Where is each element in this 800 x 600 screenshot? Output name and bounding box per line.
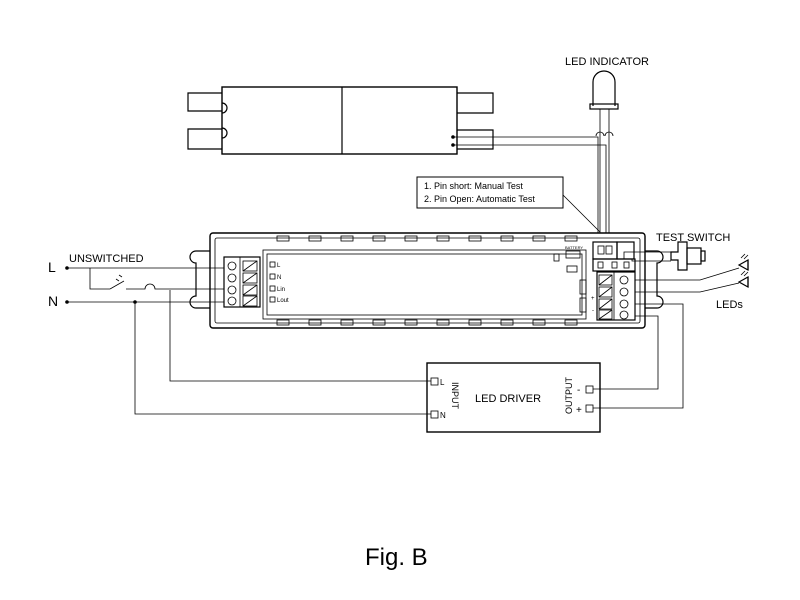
driver-input-label: INPUT xyxy=(450,382,460,410)
driver-wiring xyxy=(134,290,684,415)
module-label-Lout: Lout xyxy=(277,298,289,304)
driver-out-neg-label: - xyxy=(577,385,580,396)
housing-notches xyxy=(276,235,578,326)
mains-L-label: L xyxy=(48,259,56,275)
note-line-2: 2. Pin Open: Automatic Test xyxy=(424,194,535,204)
module-label-N: N xyxy=(277,275,281,281)
note-line-1: 1. Pin short: Manual Test xyxy=(424,181,523,191)
module-battery-label: BATTERY xyxy=(565,245,583,250)
led-indicator xyxy=(589,70,619,252)
module-label-L: L xyxy=(277,263,281,269)
battery-pack xyxy=(187,86,494,155)
test-switch xyxy=(623,241,706,271)
emergency-module: L N Lin Lout BATTERY xyxy=(189,232,664,329)
mains-input xyxy=(65,266,224,304)
led-load xyxy=(635,253,749,293)
driver-output-label: OUTPUT xyxy=(564,377,574,415)
output-terminal-block xyxy=(592,241,636,321)
battery-wires xyxy=(453,136,607,252)
led-driver: L N - + LED DRIVER INPUT OUTPUT xyxy=(426,362,601,433)
driver-in-N-label: N xyxy=(440,411,446,420)
leds-label: LEDs xyxy=(716,299,743,311)
module-plus-label: + xyxy=(591,296,595,302)
figure-caption: Fig. B xyxy=(365,544,428,571)
driver-in-L-label: L xyxy=(440,378,445,387)
mains-N-label: N xyxy=(48,293,58,309)
led-indicator-label: LED INDICATOR xyxy=(565,56,649,68)
unswitched-label: UNSWITCHED xyxy=(69,253,144,265)
test-switch-label: TEST SWITCH xyxy=(656,232,730,244)
driver-out-pos-label: + xyxy=(576,405,582,416)
driver-title: LED DRIVER xyxy=(475,393,541,405)
module-minus-label: - xyxy=(592,308,594,314)
test-mode-note: 1. Pin short: Manual Test 2. Pin Open: A… xyxy=(416,176,601,233)
battery-connector: BATTERY xyxy=(553,245,587,313)
module-label-Lin: Lin xyxy=(277,287,285,293)
input-terminal-block xyxy=(223,256,261,308)
